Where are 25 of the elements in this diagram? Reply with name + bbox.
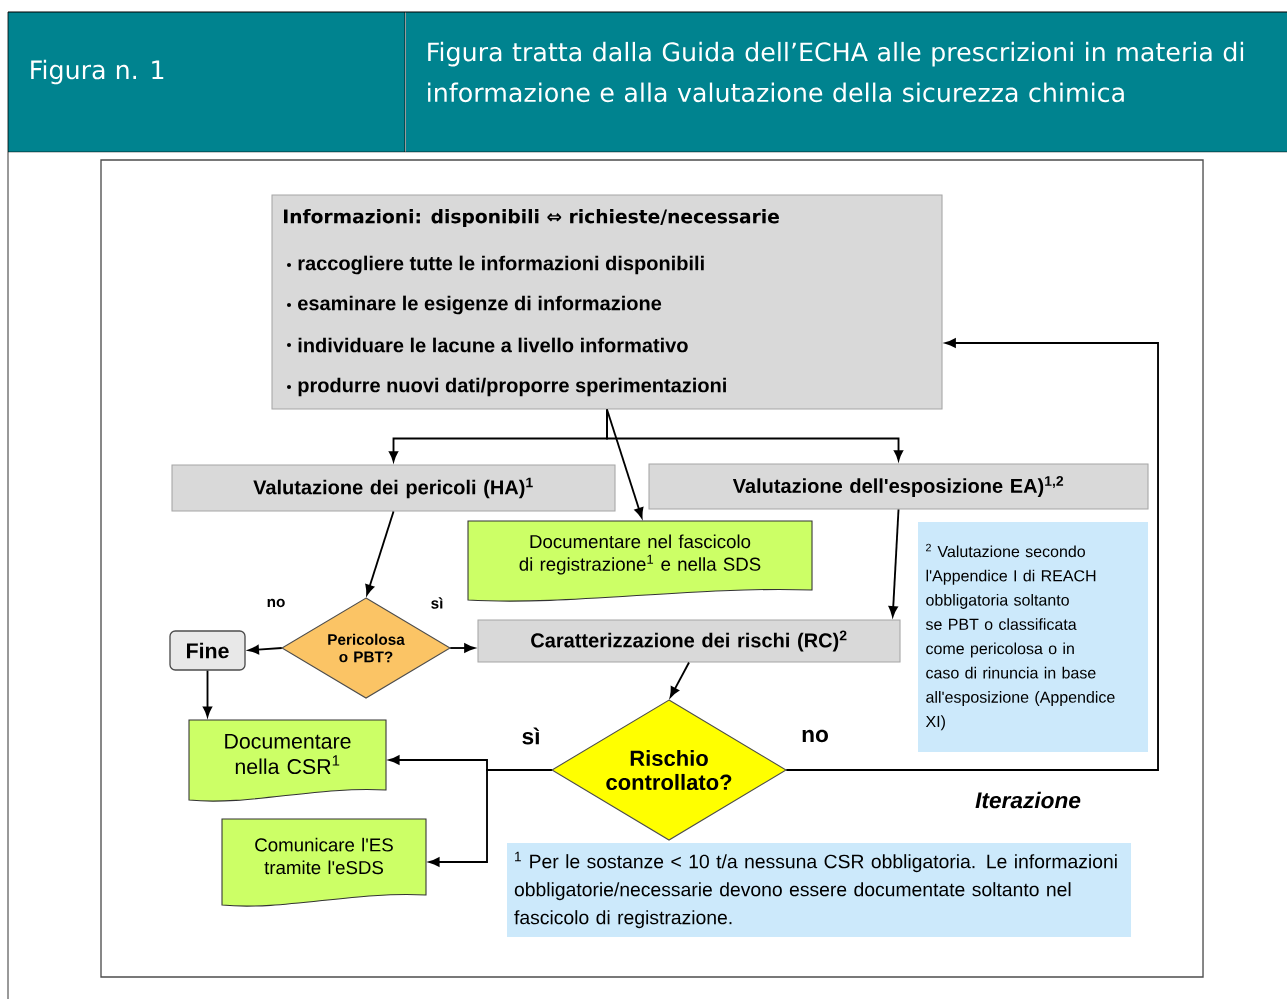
document-box: Documentare nel fascicolo di registrazione$^{1}$ e nella SDS xyxy=(467,520,813,602)
process-box: Caratterizzazione dei rischi (RC)$^{2}$ xyxy=(477,619,901,663)
arrow xyxy=(449,643,475,653)
note-box: $^{2}$ Valutazione secondo l'Appendice I di REACH obbligatoria soltanto se PBT o classificata come pericolosa o in caso di rinuncia in base all'esposizione (Appendice XI) xyxy=(918,522,1148,752)
arrow xyxy=(248,645,283,655)
edge-label: sì xyxy=(520,726,542,746)
info-box: Informazioni: disponibili ⇔ richieste/necessarie raccogliere tutte le informazioni disponibili esaminare le esigenze di informazione individuare le lacune a livello informativo produrre nuovi dati/proporre sperimentazioni xyxy=(271,194,943,410)
document-box: Documentare nella CSR$^{1}$ xyxy=(188,719,387,802)
arrow xyxy=(785,338,1159,771)
arrow xyxy=(428,769,553,867)
note-box: $^{1}$ Per le sostanze < 10 t/a nessuna CSR obbligatoria. Le informazioni obbligatorie/necessarie devono essere documentate soltanto nel fascicolo di registrazione. xyxy=(507,843,1131,937)
arrow xyxy=(669,661,690,698)
edge-label: sì xyxy=(429,596,445,611)
document-box: Comunicare l'ES tramite l'eSDS xyxy=(221,818,427,907)
end-box: Fine xyxy=(169,630,246,671)
arrow xyxy=(888,508,900,617)
arrow xyxy=(606,408,644,519)
process-box: Valutazione dei pericoli (HA)$^{1}$ xyxy=(171,464,616,512)
arrow xyxy=(202,669,213,718)
edge-label: no xyxy=(799,728,831,744)
header-cell: Figura n. 1 xyxy=(8,12,405,152)
arrow xyxy=(365,510,395,596)
process-box: Valutazione dell'esposizione EA)$^{1,2}$ xyxy=(648,463,1149,510)
annotation-text: Iterazione xyxy=(973,790,1083,810)
arrow xyxy=(606,408,904,461)
